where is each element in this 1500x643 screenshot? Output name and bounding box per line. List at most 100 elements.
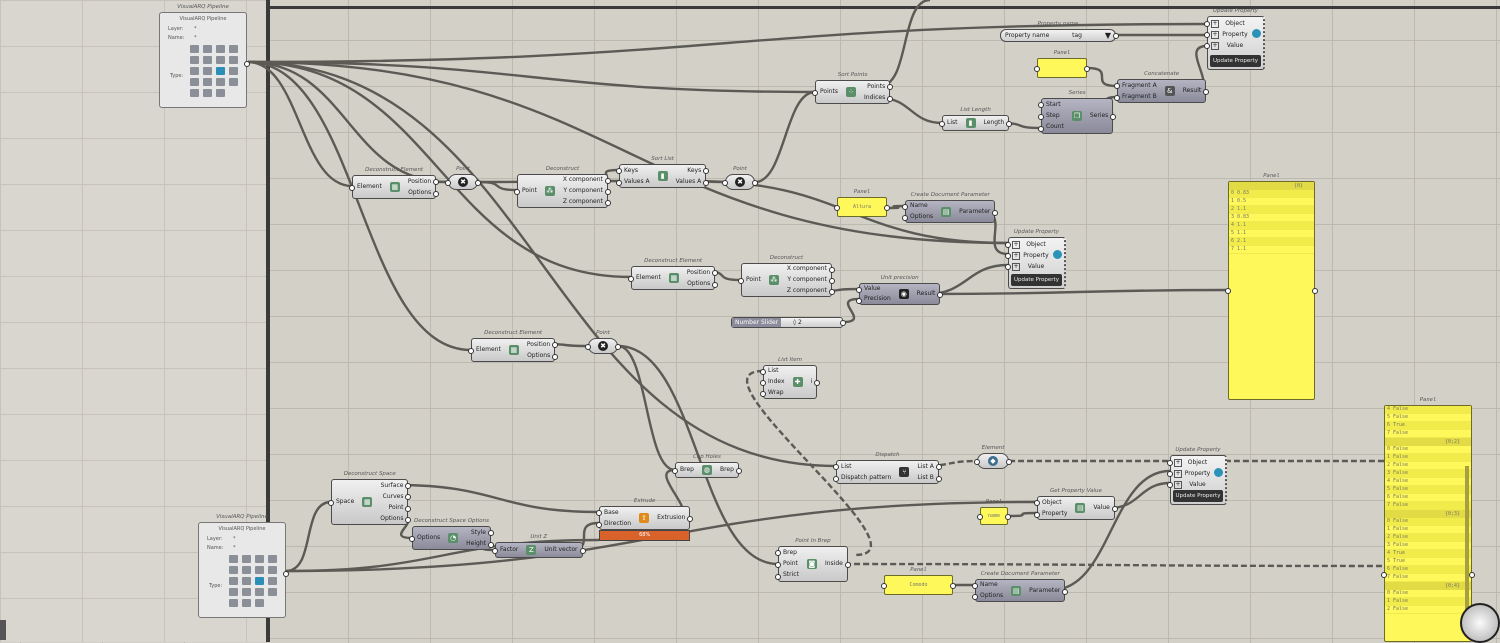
object-type-icon[interactable] [229, 56, 238, 64]
object-type-icon[interactable] [203, 89, 212, 97]
output-port-point[interactable]: Point [388, 503, 404, 511]
input-port-step[interactable]: Step [1046, 111, 1060, 119]
output-grip[interactable] [814, 380, 821, 386]
object-type-icon[interactable] [255, 599, 264, 607]
pipeline-name-value[interactable]: * [233, 545, 236, 551]
output-grip[interactable] [405, 482, 412, 489]
output-grip[interactable] [937, 292, 944, 298]
object-type-icon[interactable] [190, 89, 199, 97]
input-grip[interactable] [616, 180, 622, 186]
update-property-button[interactable]: Update Property [1173, 490, 1223, 502]
output-port-options[interactable]: Options [687, 279, 711, 287]
object-type-icon[interactable] [242, 555, 251, 563]
output-port-z-component[interactable]: Z component [562, 197, 603, 205]
output-port-x-component[interactable]: X component [786, 265, 827, 273]
input-port-brep[interactable]: Brep [783, 548, 797, 556]
input-grip[interactable] [616, 168, 622, 174]
object-type-icon[interactable] [190, 45, 199, 53]
input-port-name[interactable]: Name [910, 202, 928, 210]
input-grip[interactable] [1204, 21, 1210, 27]
input-grip[interactable] [775, 550, 781, 556]
output-grip[interactable] [475, 180, 481, 186]
output-grip[interactable] [433, 191, 440, 197]
input-port-object[interactable]: Object [1042, 498, 1062, 506]
output-port-extrusion[interactable]: Extrusion [657, 514, 686, 521]
object-type-icon[interactable] [216, 56, 225, 64]
output-grip[interactable] [405, 505, 412, 512]
input-port-list[interactable]: List [768, 367, 779, 375]
input-grip[interactable] [1204, 32, 1210, 38]
input-port-wrap[interactable]: Wrap [768, 388, 784, 396]
input-port-options[interactable]: Options [417, 534, 441, 541]
input-grip[interactable] [585, 344, 591, 350]
object-type-icon[interactable] [229, 577, 238, 585]
input-grip[interactable] [775, 574, 781, 580]
input-port-point[interactable]: Point [522, 187, 537, 194]
input-port-count[interactable]: Count [1046, 123, 1064, 131]
input-port-options[interactable]: Options [980, 591, 1004, 599]
object-type-icon[interactable] [229, 67, 238, 75]
object-type-icon[interactable] [268, 555, 277, 563]
object-type-icon[interactable] [242, 566, 251, 574]
input-grip[interactable] [760, 380, 766, 386]
output-port-y-component[interactable]: Y component [787, 275, 827, 283]
object-type-icon[interactable] [229, 555, 238, 563]
output-grip[interactable] [1006, 459, 1012, 465]
input-port-value[interactable]: Value [1027, 263, 1045, 270]
output-port-curves[interactable]: Curves [382, 492, 404, 500]
input-port-precision[interactable]: Precision [864, 295, 891, 302]
input-grip[interactable] [856, 297, 862, 304]
input-port-brep[interactable]: Brep [680, 466, 694, 473]
pipeline-layer-value[interactable]: * [233, 536, 236, 542]
input-port-space[interactable]: Space [336, 498, 355, 505]
navigation-widget[interactable] [1460, 603, 1500, 643]
input-port-options[interactable]: Options [910, 212, 934, 220]
output-port-height[interactable]: Height [466, 539, 486, 547]
object-type-icon[interactable] [255, 577, 264, 585]
input-port-dispatch-pattern[interactable]: Dispatch pattern [841, 473, 892, 481]
update-property-button[interactable]: Update Property [1210, 55, 1261, 67]
input-grip[interactable] [812, 90, 818, 96]
input-port-points[interactable]: Points [820, 88, 839, 95]
object-type-icon[interactable] [268, 566, 277, 574]
input-grip[interactable] [833, 464, 839, 470]
input-grip[interactable] [596, 522, 602, 528]
output-grip[interactable] [735, 468, 742, 474]
object-type-icon[interactable] [255, 555, 264, 563]
input-port-keys[interactable]: Keys [624, 166, 639, 174]
object-type-icon[interactable] [203, 56, 212, 64]
output-grip[interactable] [950, 583, 956, 589]
object-type-icon[interactable] [203, 78, 212, 86]
input-grip[interactable] [1038, 102, 1044, 108]
input-port-list[interactable]: List [841, 462, 852, 470]
input-grip[interactable] [722, 180, 728, 186]
output-grip[interactable] [828, 278, 835, 284]
input-port-object[interactable]: Object [1026, 241, 1046, 248]
pipeline-type-grid[interactable] [190, 45, 239, 97]
add-param-icon[interactable]: + [1211, 42, 1219, 50]
input-grip[interactable] [1034, 512, 1040, 518]
input-grip[interactable] [468, 348, 474, 354]
object-type-icon[interactable] [216, 67, 225, 75]
output-grip[interactable] [884, 205, 890, 211]
output-port-indices[interactable]: Indices [864, 93, 886, 101]
output-grip[interactable] [579, 548, 586, 554]
output-port-options[interactable]: Options [527, 351, 551, 359]
input-grip[interactable] [856, 286, 862, 293]
output-grip[interactable] [703, 180, 710, 186]
input-grip[interactable] [972, 582, 978, 589]
output-port-options[interactable]: Options [380, 514, 404, 522]
output-grip[interactable] [488, 542, 494, 548]
